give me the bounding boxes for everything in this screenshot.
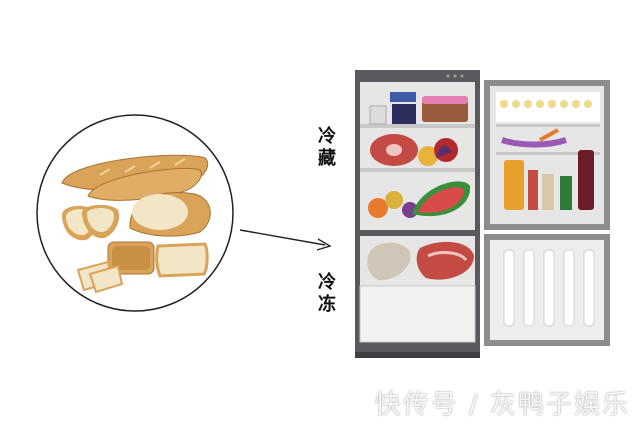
bread-slice-crumb (87, 207, 114, 233)
fruit-icon (418, 146, 438, 166)
freezer-drawer (359, 285, 476, 343)
eggplant-icon (436, 145, 452, 158)
watermelon-flesh (418, 187, 464, 213)
arrow-right-icon (239, 229, 332, 251)
cake-frosting (422, 96, 468, 104)
open-refrigerator-illustration (355, 70, 610, 358)
toast-slice-icon (88, 264, 124, 294)
refrigerate-label: 冷 藏 (318, 126, 336, 169)
jar-icon (392, 104, 416, 124)
fridge-shelf (360, 124, 475, 128)
bottle-icon (528, 170, 538, 210)
loaf-crumb (132, 194, 188, 230)
bread-illustration (36, 114, 234, 312)
sliced-loaf-top (112, 246, 150, 270)
container-icon (369, 105, 387, 125)
wine-bottle-icon (578, 150, 594, 210)
yogurt-cups-icon (390, 92, 416, 102)
bread-slice-icon (155, 242, 209, 278)
watermark-text: 快传号 / 灰鸭子娱乐 (374, 390, 630, 420)
frozen-chicken-icon (367, 242, 411, 281)
juice-bottle-icon (504, 160, 524, 210)
fruit-icon (385, 191, 403, 209)
egg-tray-icon (496, 92, 600, 122)
frozen-meat-icon (416, 241, 474, 280)
baguette-score-marks (99, 158, 186, 176)
cake-icon (422, 100, 468, 122)
orange-icon (368, 198, 388, 218)
vegetables-icon (501, 137, 567, 148)
fridge-shelf (360, 168, 475, 172)
freeze-label: 冷 冻 (318, 272, 336, 315)
bottle-icon (560, 176, 572, 210)
bottle-icon (542, 174, 554, 210)
